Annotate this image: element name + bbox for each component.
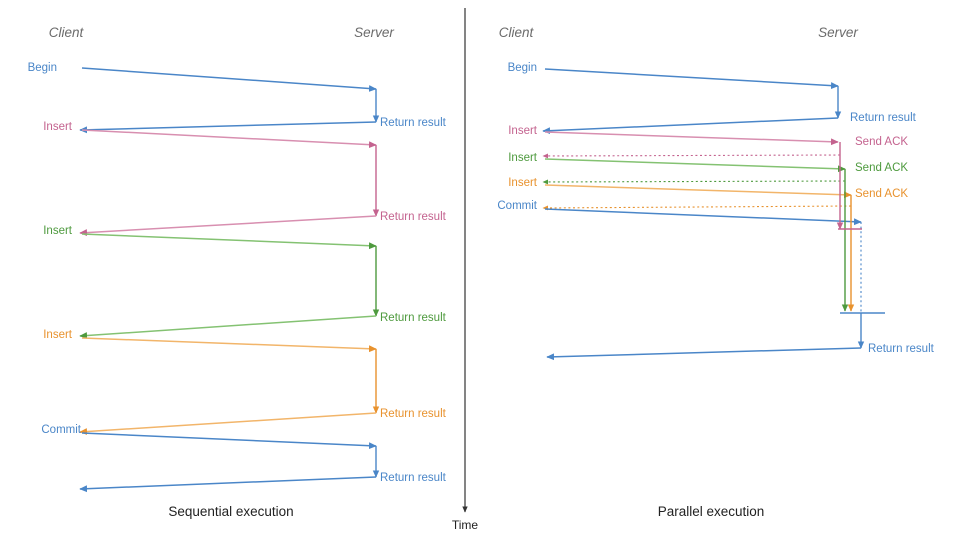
message-label-send-ack-5: Send ACK bbox=[855, 162, 908, 174]
message-label-insert-4: Insert bbox=[508, 152, 538, 164]
flow-insert1-request bbox=[81, 129, 377, 149]
message-label-return-result-1: Return result bbox=[850, 112, 917, 124]
flow-commit-reply bbox=[546, 347, 862, 361]
message-label-send-ack-3: Send ACK bbox=[855, 136, 908, 148]
flow-insert2-request bbox=[81, 233, 377, 250]
lane-header-server: Server bbox=[818, 25, 858, 40]
lane-header-server: Server bbox=[354, 25, 394, 40]
panel-caption: Parallel execution bbox=[658, 504, 765, 519]
message-label-begin-0: Begin bbox=[28, 62, 57, 74]
panel-caption: Sequential execution bbox=[168, 504, 293, 519]
lane-header-client: Client bbox=[499, 25, 535, 40]
flow-commit-reply bbox=[79, 476, 377, 493]
message-label-return-result-7: Return result bbox=[380, 408, 447, 420]
flow-insert2-request bbox=[544, 158, 846, 173]
flow-insert3-request bbox=[544, 184, 852, 199]
flow-commit-request bbox=[81, 432, 377, 450]
message-label-insert-4: Insert bbox=[43, 225, 73, 237]
flow-begin-reply bbox=[542, 117, 839, 135]
flow-commit-request bbox=[544, 208, 862, 226]
flow-insert3-ack bbox=[542, 205, 852, 211]
message-label-begin-0: Begin bbox=[508, 62, 537, 74]
flow-insert1-reply bbox=[79, 215, 377, 237]
flow-begin-request bbox=[81, 67, 377, 92]
message-label-send-ack-7: Send ACK bbox=[855, 188, 908, 200]
message-label-insert-2: Insert bbox=[43, 121, 73, 133]
flow-begin-request bbox=[544, 68, 839, 90]
message-label-return-result-3: Return result bbox=[380, 211, 447, 223]
flow-insert1-request bbox=[544, 131, 839, 146]
time-axis: Time bbox=[452, 8, 479, 532]
message-label-commit-8: Commit bbox=[497, 200, 537, 212]
flow-insert2-reply bbox=[79, 315, 377, 339]
message-label-insert-6: Insert bbox=[43, 329, 73, 341]
flow-begin-reply bbox=[79, 121, 377, 134]
message-label-insert-2: Insert bbox=[508, 125, 538, 137]
flow-insert3-request bbox=[81, 337, 377, 353]
flow-insert2-ack bbox=[542, 179, 846, 185]
time-axis-label: Time bbox=[452, 518, 479, 532]
flow-insert1-ack bbox=[542, 153, 841, 159]
message-label-return-result-5: Return result bbox=[380, 312, 447, 324]
flow-insert3-reply bbox=[79, 412, 377, 435]
message-label-return-result-1: Return result bbox=[380, 117, 447, 129]
message-label-return-result-9: Return result bbox=[380, 472, 447, 484]
message-label-return-result-9: Return result bbox=[868, 343, 935, 355]
message-label-commit-8: Commit bbox=[41, 424, 81, 436]
lane-header-client: Client bbox=[49, 25, 85, 40]
message-label-insert-6: Insert bbox=[508, 177, 538, 189]
